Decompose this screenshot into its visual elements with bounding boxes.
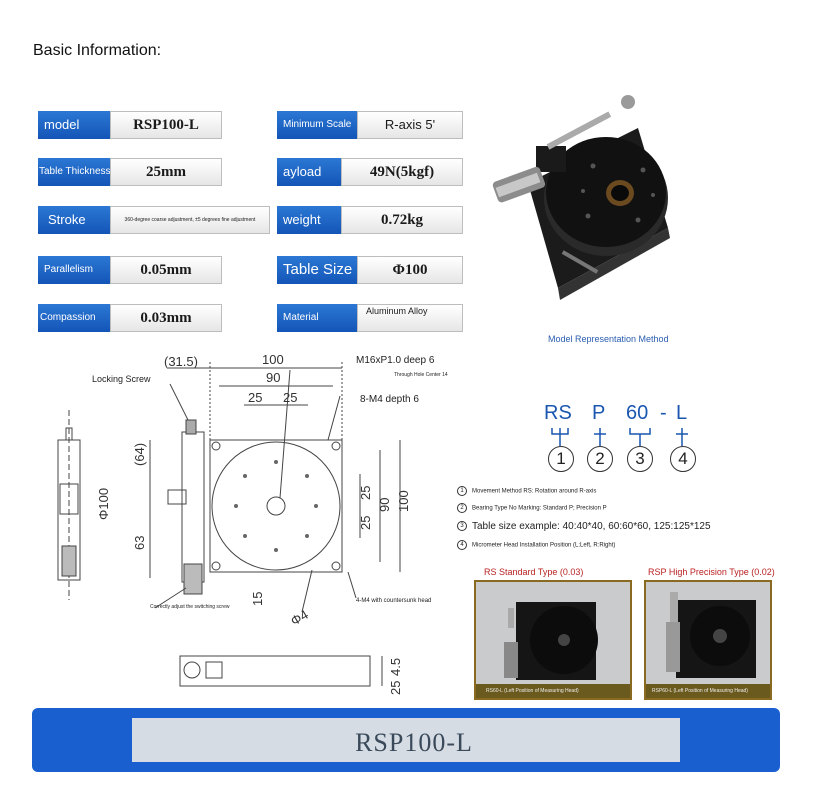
spec-value-model: RSP100-L [110, 111, 222, 139]
technical-drawing: (31.5) 100 90 25 25 (64) 63 Φ100 25 25 9… [57, 352, 411, 695]
dim-64: (64) [132, 443, 147, 466]
spec-label-weight: weight [277, 206, 341, 234]
spec-value-stroke: 360-degree coarse adjustment, ±5 degrees… [110, 206, 270, 234]
dim-100-top: 100 [262, 352, 284, 367]
spec-value-compassion: 0.03mm [110, 304, 222, 332]
page-title: Basic Information: [33, 42, 162, 59]
note-through-hole: Through Hole Center 14 [394, 372, 448, 378]
spec-label-thickness: Table Thickness [38, 158, 110, 186]
dim-phi4: Φ4 [288, 607, 311, 629]
code-num-2: 2 [587, 446, 613, 472]
dim-15: 15 [250, 592, 265, 606]
dim-25-c: 25 [358, 486, 373, 500]
dim-25-a: 25 [248, 390, 262, 405]
dim-25-bottom: 25 [388, 681, 403, 695]
spec-label-material: Material [277, 304, 357, 332]
spec-label-stroke: Stroke [38, 206, 110, 234]
code-l: L [676, 402, 688, 424]
code-num-1: 1 [548, 446, 574, 472]
banner-panel [132, 718, 680, 762]
spec-value-min-scale: R-axis 5' [357, 111, 463, 139]
type-precision-photo [644, 580, 772, 700]
spec-label-min-scale: Minimum Scale [277, 111, 357, 139]
standard-stage-image [476, 582, 630, 698]
spec-label-parallelism: Parallelism [38, 256, 110, 284]
type-standard-photo [474, 580, 632, 700]
spec-value-table-size: Φ100 [357, 256, 463, 284]
code-connectors [551, 428, 688, 446]
dim-phi100: Φ100 [96, 488, 111, 520]
product-image [492, 95, 670, 300]
dim-90-side: 90 [377, 498, 392, 512]
spec-value-thickness: 25mm [110, 158, 222, 186]
code-60: 60 [626, 402, 649, 424]
dim-25-d: 25 [358, 516, 373, 530]
code-rs: RS [544, 402, 572, 424]
note-m4-depth: 8-M4 depth 6 [360, 394, 419, 405]
note-m4-countersunk: 4-M4 with countersunk head [356, 598, 432, 604]
precision-stage-image [646, 582, 770, 698]
dim-4-5: 4.5 [388, 658, 403, 676]
dim-63: 63 [132, 536, 147, 550]
spec-label-payload: ayload [277, 158, 341, 186]
type-standard-caption: RS60-L (Left Position of Measuring Head) [486, 688, 579, 694]
dim-90-top: 90 [266, 370, 280, 385]
note-switching-screw: Correctly adjust the switching screw [150, 604, 230, 610]
spec-label-table-size: Table Size [277, 256, 357, 284]
type-standard-title: RS Standard Type (0.03) [484, 567, 584, 577]
code-num-3: 3 [627, 446, 653, 472]
type-precision-caption: RSP60-L (Left Position of Measuring Head… [652, 688, 748, 694]
spec-value-weight: 0.72kg [341, 206, 463, 234]
note-locking-screw: Locking Screw [92, 374, 151, 384]
dim-100-side: 100 [396, 490, 411, 512]
model-caption: Model Representation Method [548, 334, 669, 344]
model-banner [32, 708, 780, 772]
dim-31-5: (31.5) [164, 354, 198, 369]
code-num-4: 4 [670, 446, 696, 472]
type-precision-title: RSP High Precision Type (0.02) [648, 567, 775, 577]
spec-label-model: model [38, 111, 110, 139]
note-m16: M16xP1.0 deep 6 [356, 355, 435, 366]
banner-title: RSP100-L [355, 728, 473, 757]
spec-label-compassion: Compassion [38, 304, 110, 332]
code-dash: - [660, 402, 667, 424]
spec-value-payload: 49N(5kgf) [341, 158, 463, 186]
spec-value-material: Aluminum Alloy [357, 304, 463, 332]
code-p: P [592, 402, 606, 424]
dim-25-b: 25 [283, 390, 297, 405]
spec-value-parallelism: 0.05mm [110, 256, 222, 284]
